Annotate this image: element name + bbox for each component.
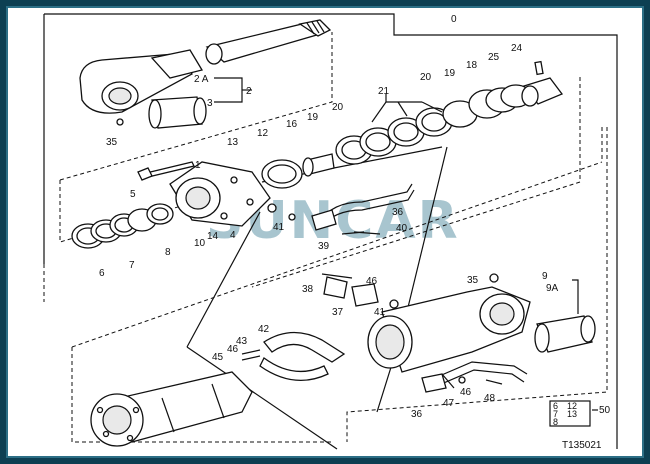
piston-rod bbox=[205, 19, 332, 65]
callout-45: 45 bbox=[212, 352, 224, 363]
exploded-parts-diagram: SUNCAR bbox=[43, 13, 618, 451]
bushing-3 bbox=[148, 96, 207, 129]
callout-6: 6 bbox=[99, 268, 105, 279]
callout-13: 13 bbox=[227, 137, 239, 148]
callout-48: 48 bbox=[484, 393, 496, 404]
callout-39: 39 bbox=[318, 241, 330, 252]
callout-46b: 46 bbox=[227, 344, 239, 355]
callout-9: 9 bbox=[542, 271, 548, 282]
callout-19a: 19 bbox=[444, 68, 456, 79]
callout-24: 24 bbox=[511, 43, 523, 54]
callout-18: 18 bbox=[466, 60, 478, 71]
callout-labels: 0 2 A 2 3 35 24 25 18 19 20 21 20 19 16 … bbox=[99, 14, 611, 420]
callout-20b: 20 bbox=[332, 102, 344, 113]
callout-7: 7 bbox=[129, 260, 135, 271]
callout-46a: 46 bbox=[366, 276, 378, 287]
callout-42: 42 bbox=[258, 324, 270, 335]
kit-cell-r2c1: 7 bbox=[553, 409, 558, 419]
callout-36b: 36 bbox=[411, 409, 423, 420]
callout-35b: 35 bbox=[467, 275, 479, 286]
diagram-frame: SUNCAR bbox=[6, 6, 644, 458]
callout-41a: 41 bbox=[273, 222, 285, 233]
piston-seal-stack bbox=[335, 84, 532, 165]
callout-37: 37 bbox=[332, 307, 344, 318]
kit-cell-r3c1: 8 bbox=[553, 417, 558, 427]
callout-0: 0 bbox=[451, 14, 457, 25]
callout-3: 3 bbox=[207, 98, 213, 109]
callout-38: 38 bbox=[302, 284, 314, 295]
drawing-number: T135021 bbox=[562, 440, 602, 451]
callout-2: 2 bbox=[246, 86, 252, 97]
callout-40: 40 bbox=[396, 223, 408, 234]
cylinder-head bbox=[137, 161, 277, 227]
leader-lines bbox=[214, 77, 598, 411]
callout-25: 25 bbox=[488, 52, 500, 63]
callout-10: 10 bbox=[194, 238, 206, 249]
callout-46c: 46 bbox=[460, 387, 472, 398]
callout-12: 12 bbox=[257, 128, 269, 139]
callout-50: 50 bbox=[599, 405, 611, 416]
rod-eye-2a bbox=[79, 49, 204, 126]
cylinder-barrel bbox=[367, 273, 596, 373]
lower-barrel bbox=[90, 371, 253, 447]
callout-43: 43 bbox=[236, 336, 248, 347]
fitting-37 bbox=[321, 273, 399, 309]
callout-8: 8 bbox=[165, 247, 171, 258]
pipe-36 bbox=[288, 183, 415, 235]
kit-cell-r1c2: 12 bbox=[567, 401, 577, 411]
wear-rings bbox=[261, 153, 335, 189]
kit-cell-r1c1: 6 bbox=[553, 401, 558, 411]
callout-36a: 36 bbox=[392, 207, 404, 218]
seal-stack-left bbox=[71, 203, 174, 249]
pipe-36-lower bbox=[421, 361, 528, 393]
callout-19b: 19 bbox=[307, 112, 319, 123]
callout-20a: 20 bbox=[420, 72, 432, 83]
kit-cell-r2c2: 13 bbox=[567, 409, 577, 419]
callout-1: 1 bbox=[195, 160, 201, 171]
callout-35a: 35 bbox=[106, 137, 118, 148]
callout-21: 21 bbox=[378, 86, 390, 97]
callout-5: 5 bbox=[130, 189, 136, 200]
clamp-42 bbox=[241, 331, 346, 381]
callout-9a: 9A bbox=[546, 283, 559, 294]
piston-nut bbox=[521, 60, 564, 107]
kit-table: 6 12 7 13 8 bbox=[549, 400, 591, 427]
callout-2a: 2 A bbox=[194, 74, 209, 85]
callout-14: 14 bbox=[207, 231, 219, 242]
callout-16: 16 bbox=[286, 119, 298, 130]
callout-41b: 41 bbox=[374, 307, 386, 318]
callout-47: 47 bbox=[443, 398, 455, 409]
callout-4: 4 bbox=[230, 230, 236, 241]
